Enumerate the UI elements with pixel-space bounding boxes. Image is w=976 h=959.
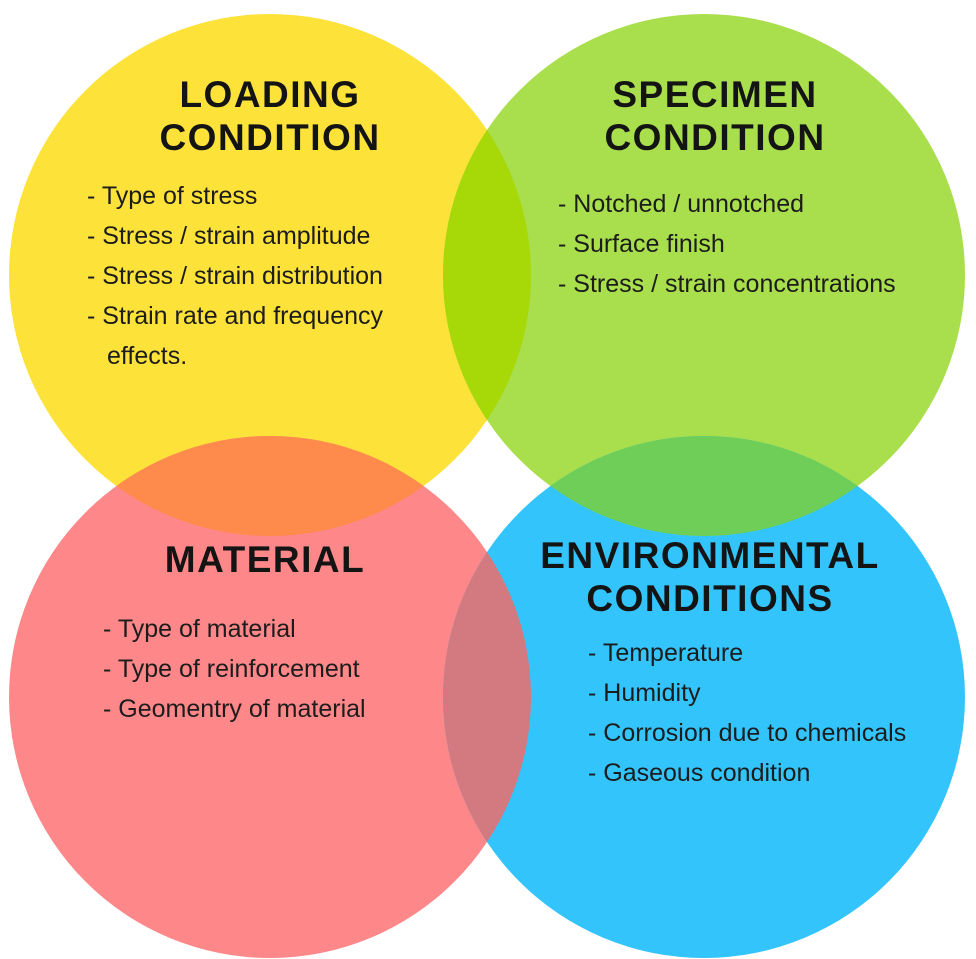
loading-condition-title: LOADING CONDITION xyxy=(120,73,420,159)
specimen-title-line2: CONDITION xyxy=(604,117,826,158)
list-item-continuation: effects. xyxy=(107,342,188,370)
loading-title-line2: CONDITION xyxy=(159,117,381,158)
list-item: - Notched / unnotched xyxy=(558,190,804,218)
list-item: - Stress / strain concentrations xyxy=(558,270,896,298)
loading-title-line1: LOADING xyxy=(179,74,361,115)
specimen-condition-list: - Notched / unnotched - Surface finish -… xyxy=(558,184,896,304)
list-item: - Strain rate and frequency xyxy=(87,302,383,330)
environment-title-line2: CONDITIONS xyxy=(586,578,834,619)
specimen-condition-title: SPECIMEN CONDITION xyxy=(565,73,865,159)
list-item: - Stress / strain amplitude xyxy=(87,222,371,250)
environmental-conditions-list: - Temperature - Humidity - Corrosion due… xyxy=(588,633,906,793)
list-item: - Temperature xyxy=(588,639,744,667)
material-title-line1: MATERIAL xyxy=(164,539,366,580)
material-title: MATERIAL xyxy=(115,538,415,581)
specimen-title-line1: SPECIMEN xyxy=(612,74,818,115)
material-list: - Type of material - Type of reinforceme… xyxy=(103,609,366,729)
list-item: - Stress / strain distribution xyxy=(87,262,383,290)
loading-condition-list: - Type of stress - Stress / strain ampli… xyxy=(87,176,383,376)
list-item: - Type of stress xyxy=(87,182,258,210)
environment-title-line1: ENVIRONMENTAL xyxy=(540,535,880,576)
list-item: - Type of reinforcement xyxy=(103,655,360,683)
list-item: - Gaseous condition xyxy=(588,759,811,787)
environmental-conditions-title: ENVIRONMENTAL CONDITIONS xyxy=(520,534,900,620)
list-item: - Humidity xyxy=(588,679,701,707)
list-item: - Surface finish xyxy=(558,230,725,258)
list-item: - Geomentry of material xyxy=(103,695,366,723)
list-item: - Corrosion due to chemicals xyxy=(588,719,907,747)
list-item: - Type of material xyxy=(103,615,296,643)
